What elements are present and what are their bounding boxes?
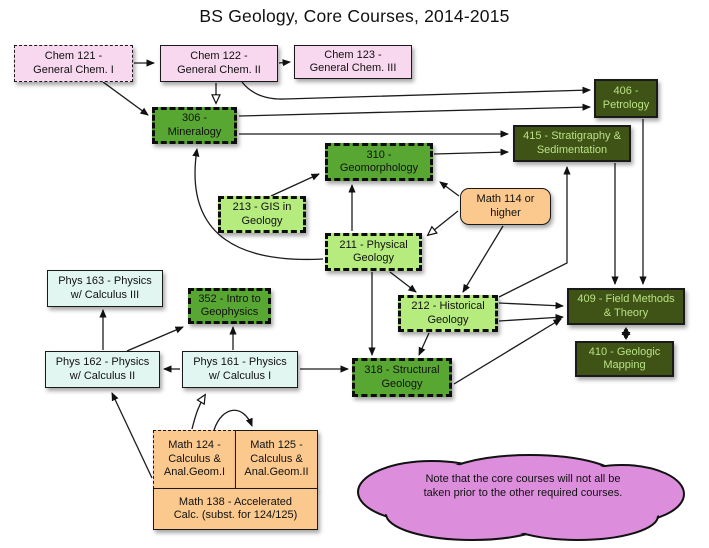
- node-geol-213-gis: 213 - GIS in Geology: [218, 196, 306, 233]
- arrow-math124-phys161: [191, 393, 206, 430]
- node-label: Math 125 - Calculus & Anal.Geom.II: [244, 439, 309, 479]
- arrow-hist212-strat415: [498, 166, 571, 298]
- node-geol-410-geologic-mapping: 410 - Geologic Mapping: [575, 341, 674, 377]
- arrow-math114-phy211: [426, 210, 459, 237]
- node-label: Math 114 or higher: [476, 193, 535, 219]
- node-phys-163: Phys 163 - Physics w/ Calculus III: [47, 270, 163, 307]
- node-geol-212-historical: 212 - Historical Geology: [398, 295, 498, 332]
- node-math-124: Math 124 - Calculus & Anal.Geom.I: [153, 430, 236, 489]
- node-math-114: Math 114 or higher: [460, 188, 551, 225]
- arrow-geo310-strat415: [433, 148, 509, 156]
- node-math-138: Math 138 - Accelerated Calc. (subst. for…: [153, 488, 318, 530]
- arrow-struct318-field409: [453, 318, 562, 385]
- node-geol-306-mineralogy: 306 - Mineralogy: [152, 107, 237, 144]
- arrow-phy211-min306: [192, 148, 324, 261]
- node-geol-318-structural: 318 - Structural Geology: [352, 358, 452, 397]
- node-label: Math 138 - Accelerated Calc. (subst. for…: [173, 495, 298, 521]
- node-geol-352-geophysics: 352 - Intro to Geophysics: [188, 288, 271, 324]
- node-label: 352 - Intro to Geophysics: [198, 292, 261, 318]
- arrow-phys162-geophys352: [126, 326, 184, 352]
- arrow-math124-math125: [213, 409, 253, 431]
- node-label: 212 - Historical Geology: [411, 300, 485, 326]
- node-chem-122: Chem 122 - General Chem. II: [160, 45, 278, 82]
- node-geol-415-stratigraphy: 415 - Stratigraphy & Sedimentation: [513, 125, 631, 162]
- node-label: 306 - Mineralogy: [167, 112, 222, 138]
- node-chem-123: Chem 123 - General Chem. III: [294, 45, 412, 79]
- node-label: 409 - Field Methods & Theory: [577, 293, 675, 319]
- arrow-min306-pet406: [238, 103, 591, 117]
- diagram-title: BS Geology, Core Courses, 2014-2015: [199, 6, 510, 26]
- node-math-125: Math 125 - Calculus & Anal.Geom.II: [235, 430, 318, 489]
- arrow-chem122-chem123: [278, 59, 291, 67]
- node-label: 310 - Geomorphology: [339, 148, 419, 174]
- cloud-shape: [357, 454, 685, 541]
- arrow-chem121-min306: [102, 81, 149, 116]
- node-geol-211-physical: 211 - Physical Geology: [325, 233, 422, 271]
- node-label: 213 - GIS in Geology: [232, 201, 292, 227]
- node-label: 410 - Geologic Mapping: [588, 345, 661, 371]
- node-label: Chem 123 - General Chem. III: [309, 48, 397, 74]
- arrow-math114-geo310: [439, 181, 460, 197]
- arrow-hist212-struct318: [418, 332, 430, 356]
- arrow-chem122-pet406: [241, 81, 591, 100]
- node-label: Math 124 - Calculus & Anal.Geom.I: [163, 439, 226, 479]
- node-phys-162: Phys 162 - Physics w/ Calculus II: [45, 351, 160, 388]
- node-chem-121: Chem 121 - General Chem. I: [14, 45, 133, 82]
- arrow-math124-phys162: [111, 392, 153, 479]
- node-label: 415 - Stratigraphy & Sedimentation: [523, 130, 621, 156]
- node-phys-161: Phys 161 - Physics w/ Calculus I: [182, 351, 298, 388]
- arrow-phy211-hist212: [389, 271, 417, 293]
- node-label: 211 - Physical Geology: [339, 238, 408, 264]
- arrow-hist212-field409-upper: [498, 302, 564, 310]
- node-label: Chem 122 - General Chem. II: [177, 50, 261, 76]
- node-label: Phys 163 - Physics w/ Calculus III: [58, 275, 152, 301]
- node-label: Chem 121 - General Chem. I: [33, 50, 114, 76]
- node-label: 406 - Petrology: [602, 85, 650, 111]
- node-label: Phys 161 - Physics w/ Calculus I: [193, 356, 287, 382]
- node-label: 318 - Structural Geology: [364, 364, 440, 390]
- node-geol-310-geomorphology: 310 - Geomorphology: [325, 143, 433, 181]
- arrow-math114-hist212: [462, 225, 504, 293]
- arrow-hist212-field409-lower: [498, 313, 564, 322]
- node-label: Phys 162 - Physics w/ Calculus II: [55, 356, 150, 382]
- arrow-gis213-geo310: [270, 173, 320, 197]
- node-geol-406-petrology: 406 - Petrology: [594, 79, 658, 118]
- node-geol-409-field-methods: 409 - Field Methods & Theory: [567, 288, 685, 325]
- cloud-note-text: Note that the core courses will not all …: [423, 473, 623, 500]
